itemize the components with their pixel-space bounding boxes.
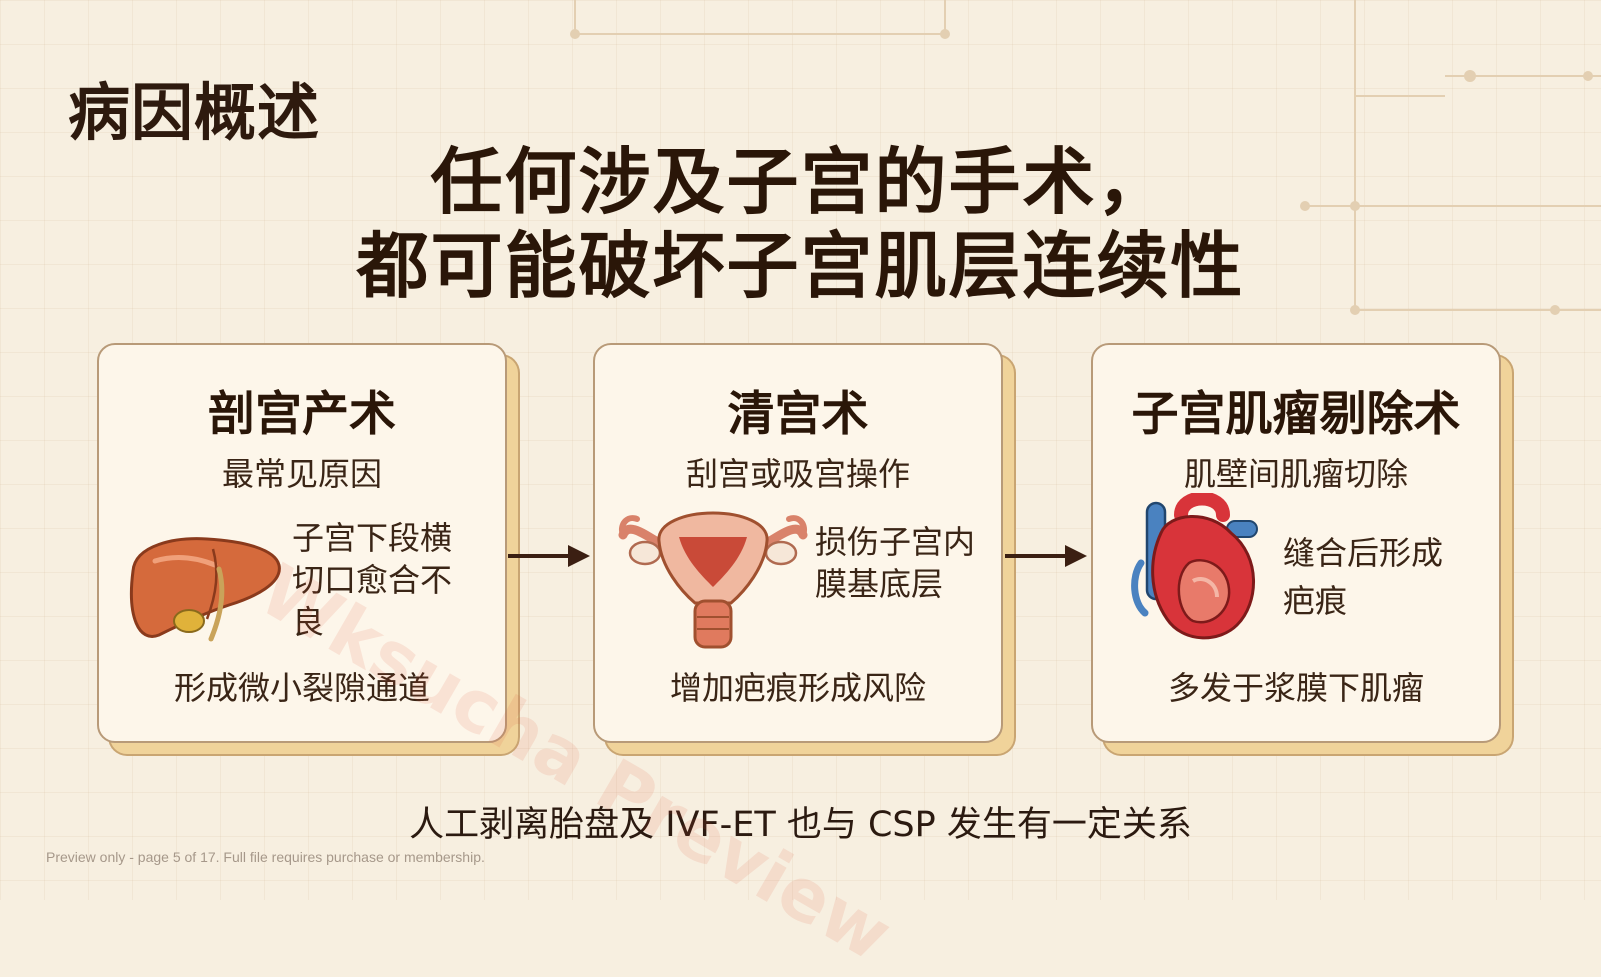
arrow-right-icon — [508, 545, 590, 567]
card-curettage: 清宫术 刮宫或吸宫操作 损伤子宫内膜基底层 增加疤痕形成风险 — [593, 343, 1003, 743]
card-subtitle: 刮宫或吸宫操作 — [685, 455, 910, 493]
preview-note: Preview only - page 5 of 17. Full file r… — [46, 849, 485, 865]
card-description: 缝合后形成疤痕 — [1283, 534, 1444, 620]
card-description: 损伤子宫内膜基底层 — [815, 523, 976, 603]
heart-icon — [1131, 493, 1258, 640]
card-myomectomy: 子宫肌瘤剔除术 肌壁间肌瘤切除 缝合后形成疤痕 多发于浆膜下肌瘤 — [1091, 343, 1501, 743]
card-note: 形成微小裂隙通道 — [173, 669, 430, 707]
footnote: 人工剥离胎盘及 IVF-ET 也与 CSP 发生有一定关系 — [409, 805, 1192, 845]
arrow-right-icon — [1005, 545, 1087, 567]
card-title: 子宫肌瘤剔除术 — [1131, 387, 1461, 442]
card-description: 子宫下段横切口愈合不良 — [292, 519, 453, 641]
liver-icon — [129, 537, 281, 642]
section-title: 病因概述 — [68, 76, 321, 149]
headline-line-1: 任何涉及子宫的手术， — [430, 140, 1171, 224]
card-subtitle: 肌壁间肌瘤切除 — [1183, 455, 1408, 493]
card-subtitle: 最常见原因 — [221, 455, 382, 493]
card-cesarean: 剖宫产术 最常见原因 子宫下段横切口愈合不良 形成微小裂隙通道 — [97, 343, 507, 743]
circuit-decoration — [570, 0, 1601, 315]
card-title: 剖宫产术 — [208, 387, 396, 442]
headline: 任何涉及子宫的手术， 都可能破坏子宫肌层连续性 — [0, 140, 1601, 308]
uterus-icon — [618, 511, 808, 649]
card-title: 清宫术 — [727, 387, 869, 442]
headline-line-2: 都可能破坏子宫肌层连续性 — [356, 224, 1245, 308]
card-note: 多发于浆膜下肌瘤 — [1167, 669, 1424, 707]
card-note: 增加疤痕形成风险 — [669, 669, 926, 707]
